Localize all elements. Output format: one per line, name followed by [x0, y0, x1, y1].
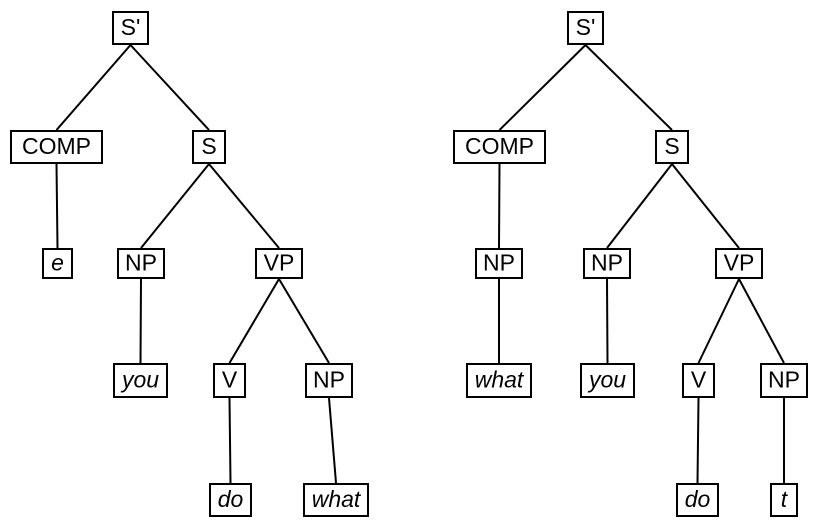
- node-box: [715, 248, 763, 279]
- node-box: [655, 130, 689, 164]
- node-label: do: [218, 486, 244, 512]
- tree-node-vp-R-VP: VP: [715, 248, 763, 279]
- tree-node-do-R-do: do: [676, 483, 719, 517]
- tree-node-s-L-S: S: [192, 130, 226, 164]
- edge-L-Sbar-to-L-COMP: [55, 44, 132, 131]
- edge-R-Sbar-to-R-COMP: [498, 44, 587, 131]
- tree-node-comp-R-COMP: COMP: [453, 130, 546, 164]
- edge-R-Sbar-to-R-S: [584, 44, 673, 131]
- tree-node-comp-L-COMP: COMP: [10, 130, 103, 164]
- node-box: [760, 363, 808, 398]
- node-box: [580, 363, 635, 398]
- tree-node-v-L-V: V: [213, 363, 246, 398]
- tree-node-v-R-V: V: [682, 363, 715, 398]
- tree-nodes-surface-structure-tree: S' COMP S NP NP VP what you V NP do t: [453, 11, 808, 517]
- node-label: VP: [724, 250, 755, 276]
- node-label: e: [51, 250, 64, 276]
- edge-L-S-to-L-NP1: [140, 163, 210, 249]
- edge-L-S-to-L-VP: [208, 163, 280, 249]
- node-box: [567, 11, 604, 45]
- node-box: [583, 248, 631, 279]
- node-label: COMP: [465, 133, 534, 159]
- tree-node-sbar-R-Sbar: S': [567, 11, 604, 45]
- node-label: you: [587, 367, 626, 393]
- tree-edges-surface-structure-tree: [498, 44, 785, 484]
- node-box: [209, 483, 252, 517]
- node-label: what: [312, 486, 362, 512]
- node-box: [112, 11, 149, 45]
- node-box: [117, 248, 165, 279]
- node-label: VP: [264, 250, 295, 276]
- node-label: NP: [483, 250, 515, 276]
- node-label: V: [691, 367, 707, 393]
- tree-node-np-L-NP1: NP: [117, 248, 165, 279]
- edge-R-S-to-R-VP: [671, 163, 740, 249]
- node-label: NP: [313, 367, 345, 393]
- tree-node-what-L-what: what: [303, 483, 369, 517]
- node-box: [475, 248, 523, 279]
- tree-edges-deep-structure-tree: [55, 44, 337, 484]
- node-label: you: [120, 367, 159, 393]
- edge-L-VP-to-L-NP2: [278, 278, 330, 364]
- edge-L-VP-to-L-V: [228, 278, 280, 364]
- node-box: [453, 130, 546, 164]
- node-box: [676, 483, 719, 517]
- edge-L-Sbar-to-L-S: [129, 44, 210, 131]
- node-label: S: [201, 133, 216, 159]
- tree-node-np-R-NP0: NP: [475, 248, 523, 279]
- node-box: [10, 130, 103, 164]
- node-box: [255, 248, 303, 279]
- tree-node-s-R-S: S: [655, 130, 689, 164]
- tree-node-do-L-do: do: [209, 483, 252, 517]
- tree-node-e-L-e: e: [42, 248, 73, 279]
- tree-node-sbar-L-Sbar: S': [112, 11, 149, 45]
- node-box: [192, 130, 226, 164]
- edges-layer: [55, 44, 785, 484]
- node-box: [113, 363, 168, 398]
- edge-R-VP-to-R-NP2: [738, 278, 785, 364]
- tree-node-vp-L-VP: VP: [255, 248, 303, 279]
- node-box: [466, 363, 532, 398]
- node-label: S: [664, 133, 679, 159]
- node-label: NP: [125, 250, 157, 276]
- node-label: what: [475, 367, 525, 393]
- node-box: [770, 483, 798, 517]
- tree-node-np-L-NP2: NP: [305, 363, 353, 398]
- edge-R-VP-to-R-V: [697, 278, 740, 364]
- node-box: [305, 363, 353, 398]
- node-label: COMP: [22, 133, 91, 159]
- tree-node-what-R-what: what: [466, 363, 532, 398]
- node-box: [682, 363, 715, 398]
- edge-R-NP1-to-R-you: [606, 278, 609, 364]
- node-label: V: [222, 367, 238, 393]
- tree-node-you-L-you: you: [113, 363, 168, 398]
- node-label: NP: [768, 367, 800, 393]
- node-label: S': [576, 14, 596, 40]
- edge-L-NP1-to-L-you: [139, 278, 142, 364]
- tree-node-np-R-NP2: NP: [760, 363, 808, 398]
- node-label: NP: [591, 250, 623, 276]
- node-box: [42, 248, 73, 279]
- tree-node-np-R-NP1: NP: [583, 248, 631, 279]
- edge-L-COMP-to-L-e: [55, 163, 59, 249]
- edge-R-S-to-R-NP1: [606, 163, 673, 249]
- node-label: t: [781, 486, 789, 512]
- node-box: [303, 483, 369, 517]
- tree-node-t-R-t: t: [770, 483, 798, 517]
- tree-node-you-R-you: you: [580, 363, 635, 398]
- edge-L-NP2-to-L-what: [328, 397, 337, 484]
- node-label: do: [685, 486, 711, 512]
- edge-R-V-to-R-do: [696, 397, 700, 484]
- edge-R-COMP-to-R-NP0: [498, 163, 501, 249]
- edge-L-V-to-L-do: [228, 397, 232, 484]
- node-box: [213, 363, 246, 398]
- node-label: S': [121, 14, 141, 40]
